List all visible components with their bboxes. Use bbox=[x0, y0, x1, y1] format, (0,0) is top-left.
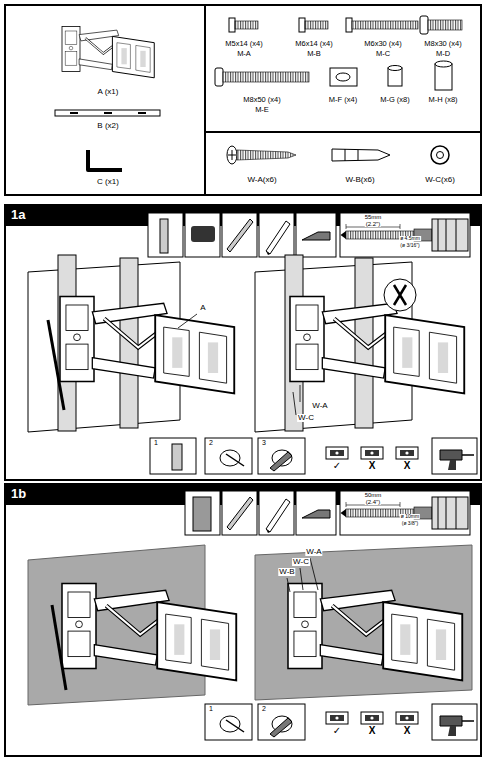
part-label: M6x30 (x4) bbox=[363, 40, 403, 48]
check-mark: X bbox=[403, 726, 412, 737]
part-callout: W-C bbox=[297, 414, 315, 422]
callout-number: 1 bbox=[153, 439, 159, 446]
dimension-label: (ø 3/8") bbox=[401, 521, 420, 526]
callout-number: 2 bbox=[261, 705, 267, 712]
check-mark: ✓ bbox=[332, 461, 342, 472]
check-mark: X bbox=[368, 726, 377, 737]
part-callout: W-A bbox=[311, 402, 328, 410]
dimension-label: ø 10mm bbox=[400, 514, 420, 519]
callout-number: 1 bbox=[208, 705, 214, 712]
part-label: M-D bbox=[435, 50, 451, 58]
dimension-label: (2.4") bbox=[365, 499, 381, 505]
part-label: M-B bbox=[306, 50, 322, 58]
part-callout: W-B bbox=[278, 568, 295, 576]
dimension-label: 50mm bbox=[364, 492, 383, 498]
part-callout: W-A bbox=[305, 548, 322, 556]
part-label: M-A bbox=[236, 50, 252, 58]
check-mark: X bbox=[368, 461, 377, 472]
part-label: M8x30 (x4) bbox=[423, 40, 463, 48]
part-label: M-F (x4) bbox=[328, 96, 358, 104]
callout-number: 3 bbox=[261, 439, 267, 446]
step-tab: 1a bbox=[5, 205, 45, 226]
part-label: M-H (x8) bbox=[427, 96, 458, 104]
part-label: W-A(x6) bbox=[246, 176, 277, 184]
dimension-label: (ø 3/16") bbox=[399, 243, 420, 248]
part-label: W-C(x6) bbox=[424, 176, 456, 184]
part-callout: A bbox=[199, 304, 206, 312]
part-label: M-C bbox=[375, 50, 391, 58]
part-label: B (x2) bbox=[96, 122, 119, 130]
step-number: 1b bbox=[5, 484, 45, 504]
dimension-label: ø 4.5mm bbox=[399, 236, 421, 241]
part-label: M8x50 (x4) bbox=[242, 96, 282, 104]
callout-number: 2 bbox=[208, 439, 214, 446]
dimension-label: (2.2") bbox=[365, 221, 381, 227]
part-label: M-E bbox=[254, 106, 270, 114]
check-mark: X bbox=[403, 461, 412, 472]
step-tab: 1b bbox=[5, 484, 45, 505]
dimension-label: 55mm bbox=[364, 214, 383, 220]
part-label: A (x1) bbox=[97, 88, 120, 96]
part-label: C (x1) bbox=[96, 178, 120, 186]
part-label: W-B(x6) bbox=[344, 176, 375, 184]
step-number: 1a bbox=[5, 205, 45, 225]
part-label: M-G (x8) bbox=[379, 96, 411, 104]
part-label: M6x14 (x4) bbox=[294, 40, 334, 48]
part-label: M5x14 (x4) bbox=[224, 40, 264, 48]
check-mark: ✓ bbox=[332, 726, 342, 737]
part-callout: W-C bbox=[292, 558, 310, 566]
